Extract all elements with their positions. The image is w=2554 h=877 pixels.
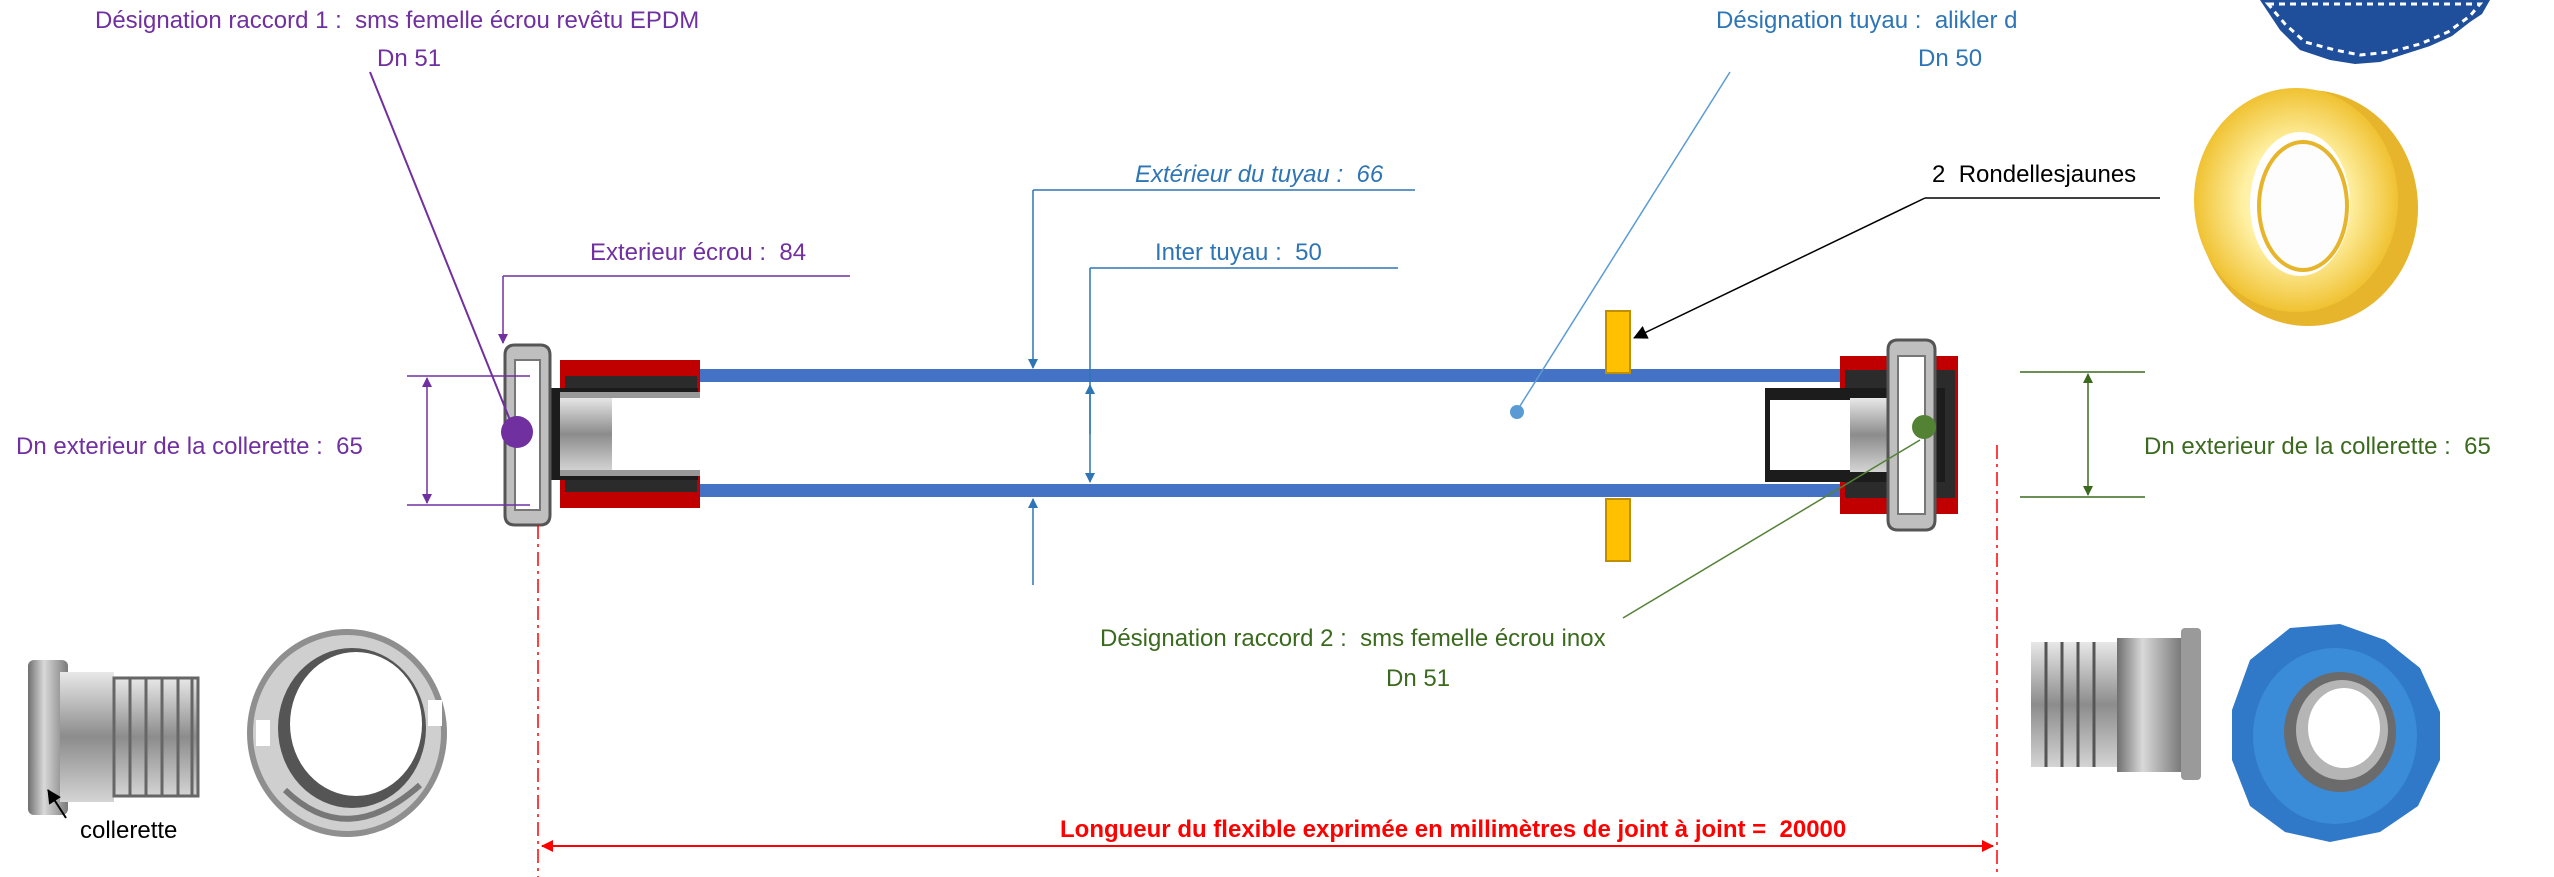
- inter-tuyau-dimension: [1085, 267, 1398, 483]
- collar-fitting-photo: [28, 660, 200, 819]
- hose-pipe: [695, 369, 1855, 497]
- exterieur-ecrou-label: Exterieur écrou : 84: [590, 238, 806, 268]
- raccord2-label: Désignation raccord 2 : sms femelle écro…: [1100, 624, 1606, 654]
- exterieur-tuyau-prefix: Extérieur du tuyau :: [1135, 161, 1344, 188]
- collerette-caption: collerette: [80, 817, 178, 844]
- ribbed-fitting-photo: [2031, 628, 2201, 780]
- rondelles-leader: [1633, 197, 2160, 339]
- exterieur-tuyau-dimension: [1028, 189, 1415, 585]
- right-fitting: [1765, 338, 1958, 532]
- exterieur-ecrou-callout: [498, 275, 850, 344]
- collerette-right-value: 65: [2464, 433, 2491, 460]
- raccord1-leader: [369, 71, 511, 421]
- collerette-left-label: Dn exterieur de la collerette : 65: [16, 432, 363, 462]
- collerette-left-prefix: Dn exterieur de la collerette :: [16, 433, 323, 460]
- exterieur-tuyau-label: Extérieur du tuyau : 66: [1135, 160, 1383, 190]
- length-prefix: Longueur du flexible exprimée en millimè…: [1060, 816, 1767, 843]
- raccord1-dn: Dn 51: [377, 45, 442, 72]
- exterieur-ecrou-prefix: Exterieur écrou :: [590, 239, 767, 266]
- length-label: Longueur du flexible exprimée en millimè…: [1060, 815, 1846, 845]
- rondelles-count: 2: [1932, 161, 1946, 188]
- tuyau-value: alikler d: [1934, 7, 2018, 34]
- collerette-left-value: 65: [336, 433, 363, 460]
- steel-nut-photo: [247, 629, 447, 837]
- tuyau-prefix: Désignation tuyau :: [1716, 7, 1922, 34]
- collerette-right-dimension: [2020, 371, 2145, 498]
- length-value: 20000: [1779, 816, 1847, 843]
- tuyau-marker: [1510, 405, 1524, 419]
- inter-tuyau-label: Inter tuyau : 50: [1155, 238, 1322, 268]
- raccord1-label: Désignation raccord 1 : sms femelle écro…: [95, 6, 699, 36]
- collerette-right-label: Dn exterieur de la collerette : 65: [2144, 432, 2491, 462]
- exterieur-tuyau-value: 66: [1356, 161, 1384, 188]
- exterieur-ecrou-value: 84: [779, 239, 807, 266]
- raccord1-value: sms femelle écrou revêtu EPDM: [355, 7, 700, 34]
- raccord2-prefix: Désignation raccord 2 :: [1100, 625, 1347, 652]
- collerette-left-dimension: [407, 375, 530, 506]
- yellow-washers: [1605, 310, 1631, 562]
- tuyau-label: Désignation tuyau : alikler d: [1716, 6, 2018, 36]
- seal-logo: [2260, 0, 2490, 64]
- raccord2-dn: Dn 51: [1386, 665, 1451, 692]
- raccord1-marker: [501, 416, 533, 448]
- rondelles-label: 2 Rondellesjaunes: [1932, 160, 2136, 190]
- collerette-right-prefix: Dn exterieur de la collerette :: [2144, 433, 2451, 460]
- inter-tuyau-prefix: Inter tuyau :: [1155, 239, 1282, 266]
- raccord2-marker: [1912, 415, 1936, 439]
- left-fitting: [501, 343, 700, 527]
- raccord2-leader: [1622, 439, 1921, 619]
- tuyau-dn: Dn 50: [1918, 45, 1983, 72]
- tuyau-leader: [1519, 71, 1731, 407]
- blue-nut-photo: [2232, 624, 2440, 842]
- inter-tuyau-value: 50: [1295, 239, 1322, 266]
- raccord1-prefix: Désignation raccord 1 :: [95, 7, 342, 34]
- raccord2-value: sms femelle écrou inox: [1360, 625, 1606, 652]
- yellow-washer-photo: [2194, 88, 2418, 326]
- length-dimension: [537, 445, 1998, 877]
- rondelles-value: Rondellesjaunes: [1958, 161, 2137, 188]
